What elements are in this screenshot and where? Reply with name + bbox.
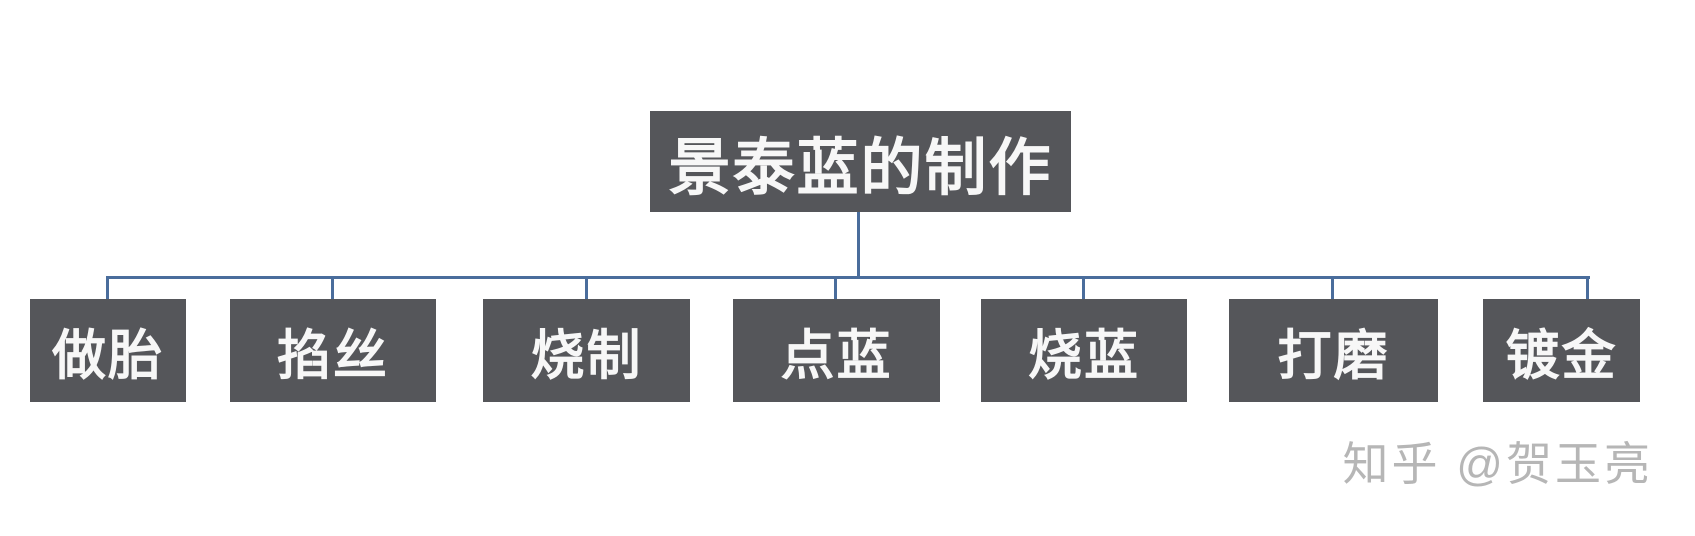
connector-stub-4	[834, 277, 837, 300]
connector-stub-2	[331, 277, 334, 300]
step-node-label: 烧蓝	[1028, 326, 1140, 386]
root-node-label: 景泰蓝的制作	[668, 133, 1053, 203]
step-node-shaozhi: 烧制	[483, 299, 690, 402]
connector-stub-3	[585, 277, 588, 300]
step-node-qiasi: 掐丝	[230, 299, 436, 402]
root-node: 景泰蓝的制作	[650, 111, 1071, 212]
step-node-label: 镀金	[1505, 326, 1618, 386]
connector-horizontal-rail	[106, 276, 1590, 279]
step-node-label: 打磨	[1277, 326, 1390, 386]
connector-stub-7	[1586, 277, 1589, 300]
connector-root-vertical	[857, 212, 860, 278]
step-node-label: 点蓝	[780, 326, 893, 386]
step-node-label: 做胎	[52, 326, 164, 386]
step-node-zuotai: 做胎	[30, 299, 186, 402]
connector-stub-1	[106, 277, 109, 300]
step-node-label: 烧制	[530, 326, 643, 386]
connector-stub-6	[1331, 277, 1334, 300]
step-node-dujin: 镀金	[1483, 299, 1640, 402]
step-node-damo: 打磨	[1229, 299, 1438, 402]
step-node-dianlan: 点蓝	[733, 299, 940, 402]
step-node-shaolan: 烧蓝	[981, 299, 1187, 402]
step-node-label: 掐丝	[277, 326, 389, 386]
zhihu-watermark: 知乎 @贺玉亮	[1342, 438, 1653, 490]
connector-stub-5	[1082, 277, 1085, 300]
